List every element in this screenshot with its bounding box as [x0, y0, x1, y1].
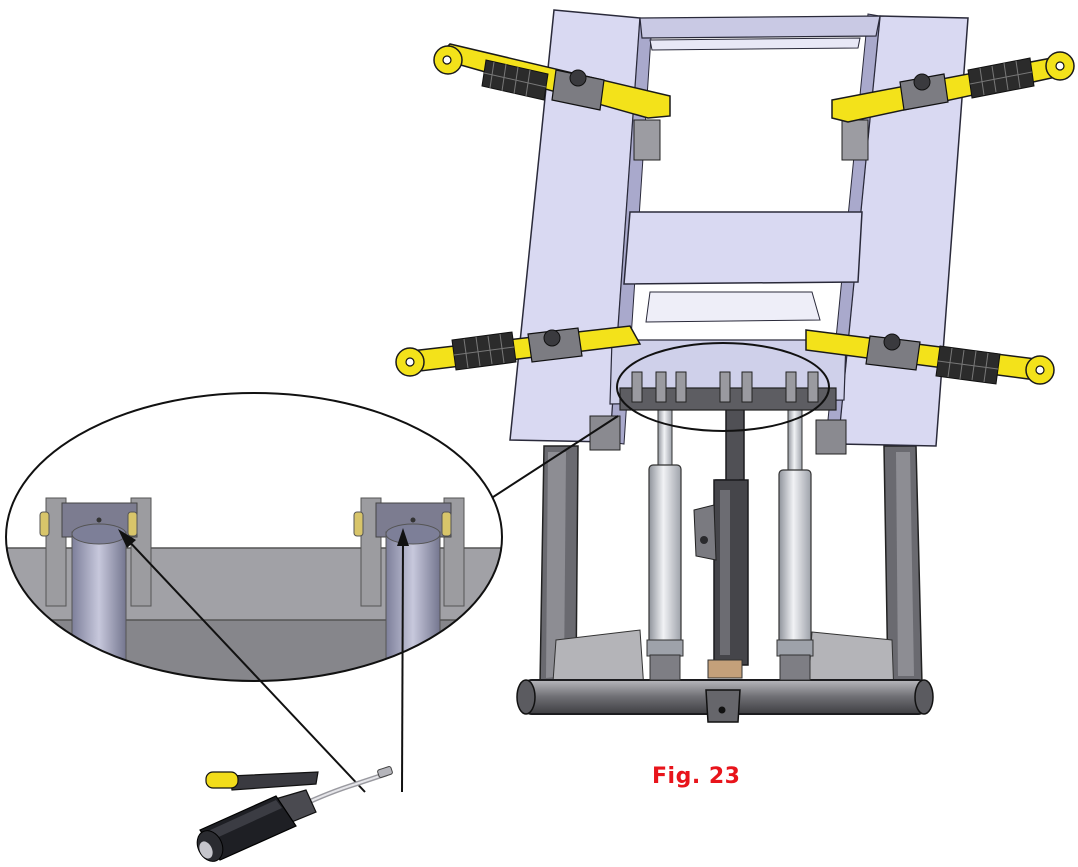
lubrication-pointers — [118, 528, 409, 793]
lift-arm-bottom-left — [395, 325, 642, 377]
lift-arm-top-right — [831, 51, 1075, 123]
hydraulic-cylinders — [646, 379, 814, 681]
figure-caption: Fig. 23 — [652, 764, 741, 789]
lift-arm-bottom-right — [805, 329, 1055, 385]
lift-arm-top-left — [433, 43, 671, 119]
grease-gun-icon — [196, 766, 393, 862]
zoom-detail — [6, 393, 502, 681]
base-frame — [516, 445, 934, 723]
detail-selection-ellipse — [616, 342, 830, 432]
zoom-detail-outline — [5, 392, 503, 682]
detail-leader-line — [469, 415, 619, 513]
